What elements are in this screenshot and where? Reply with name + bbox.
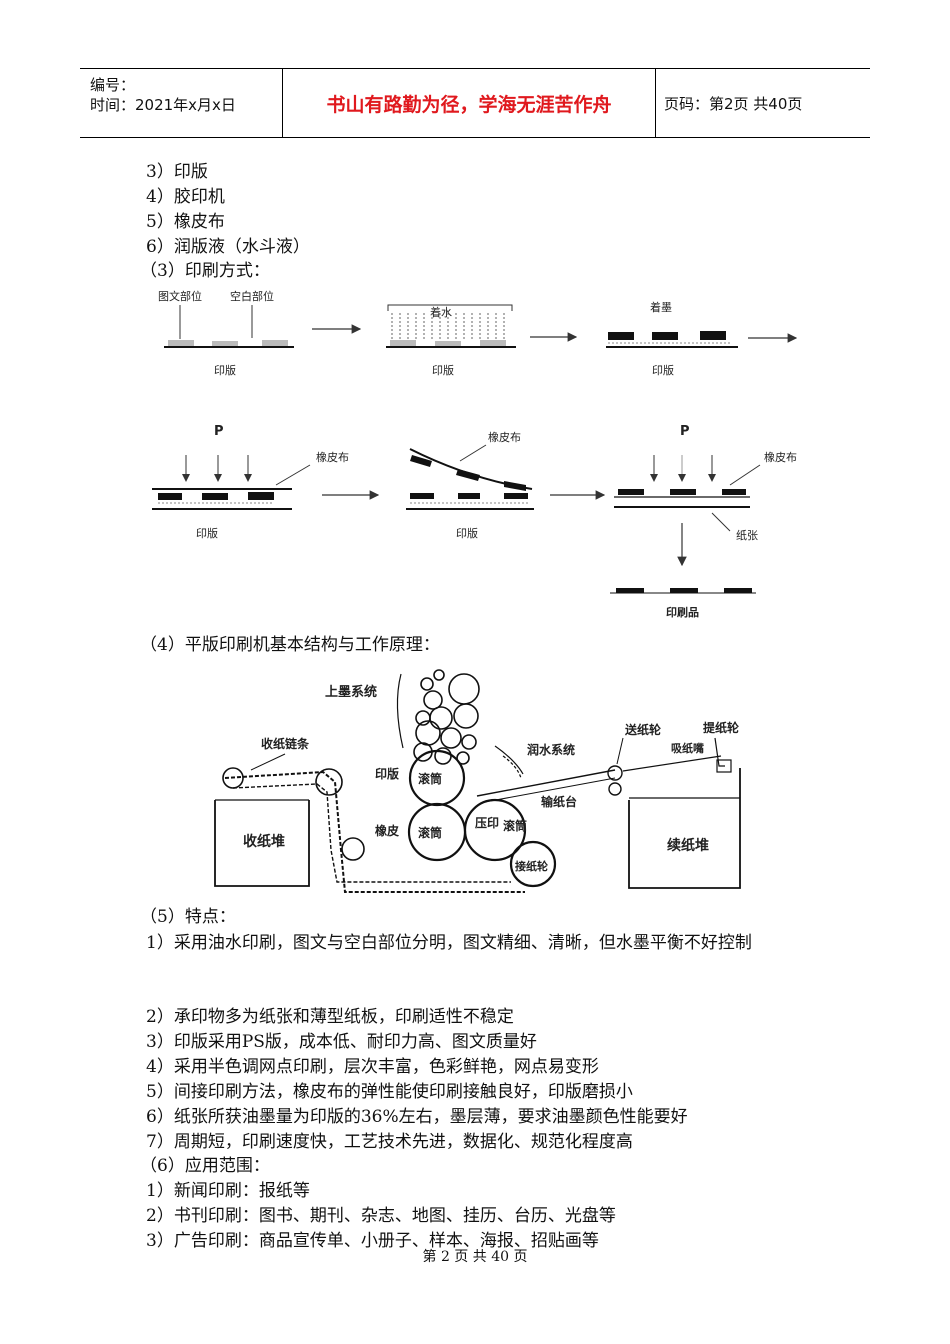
- label-gripper: 接纸轮: [515, 859, 548, 873]
- label-sucker: 吸纸嘴: [671, 741, 704, 755]
- label-yinban: 印版: [652, 363, 674, 377]
- feature-item: 5）间接印刷方法，橡皮布的弹性能使印刷接触良好，印版磨损小: [146, 1082, 633, 1102]
- header-number: 编号：: [90, 76, 136, 94]
- section-title: （5）特点：: [140, 907, 236, 927]
- label-yinban: 印版: [214, 363, 236, 377]
- label-yinban: 印版: [456, 526, 478, 540]
- label-feed-pile: 续纸堆: [667, 837, 709, 854]
- page-header: 编号： 时间：2021年x月x日 书山有路勤为径，学海无涯苦作舟 页码：第2页 …: [80, 68, 870, 138]
- label-kongbai: 空白部位: [230, 289, 274, 303]
- feature-item: 7）周期短，印刷速度快，工艺技术先进，数据化、规范化程度高: [146, 1132, 633, 1152]
- offset-press-diagram: 上墨系统 润水系统 印版 滚筒 橡皮 滚筒 压印 滚筒 接纸轮 输纸台 送纸轮 …: [214, 669, 741, 893]
- section-title: （3）印刷方式：: [140, 261, 270, 281]
- label-feed-board: 输纸台: [541, 794, 577, 809]
- list-item: 4）胶印机: [146, 187, 225, 207]
- label-impression: 压印: [475, 816, 499, 830]
- feature-item: 1）采用油水印刷，图文与空白部位分明，图文精细、清晰，但水墨平衡不好控制: [146, 933, 752, 953]
- label-yinshuapin: 印刷品: [666, 606, 699, 619]
- label-dampening: 润水系统: [527, 742, 575, 757]
- label-zhuomo: 着墨: [650, 300, 672, 314]
- label-pressure: P: [680, 424, 690, 439]
- feature-item: 3）印版采用PS版，成本低、耐印力高、图文质量好: [146, 1032, 537, 1052]
- label-lift-wheel: 提纸轮: [703, 720, 740, 735]
- feature-item: 2）承印物多为纸张和薄型纸板，印刷适性不稳定: [146, 1007, 514, 1027]
- page-footer: 第 2 页 共 40 页: [422, 1249, 528, 1265]
- label-pressure: P: [214, 424, 224, 439]
- label-yinban: 印版: [196, 526, 218, 540]
- label-cylinder: 滚筒: [418, 825, 442, 840]
- label-xiangpibu: 橡皮布: [764, 451, 797, 464]
- label-zhuoshui: 着水: [430, 305, 452, 319]
- header-motto: 书山有路勤为径，学海无涯苦作舟: [282, 69, 656, 137]
- label-cylinder: 滚筒: [503, 818, 527, 833]
- label-cylinder: 滚筒: [418, 771, 442, 786]
- feature-item: 6）纸张所获油墨量为印版的36%左右，墨层薄，要求油墨颜色性能要好: [146, 1107, 688, 1127]
- header-meta: 编号： 时间：2021年x月x日: [80, 69, 282, 137]
- label-xiangpibu: 橡皮布: [316, 451, 349, 464]
- application-item: 3）广告印刷：商品宣传单、小册子、样本、海报、招贴画等: [146, 1231, 599, 1251]
- list-item: 6）润版液（水斗液）: [146, 237, 310, 257]
- header-page-code: 页码：第2页 共40页: [664, 94, 803, 113]
- label-yinban: 印版: [432, 363, 454, 377]
- label-feed-wheel: 送纸轮: [624, 722, 662, 737]
- header-time: 时间：2021年x月x日: [90, 96, 236, 114]
- list-item: 5）橡皮布: [146, 212, 225, 232]
- label-delivery-chain: 收纸链条: [261, 736, 310, 751]
- label-blanket: 橡皮: [375, 823, 399, 838]
- list-item: 3）印版: [146, 162, 208, 182]
- application-item: 2）书刊印刷：图书、期刊、杂志、地图、挂历、台历、光盘等: [146, 1206, 616, 1226]
- label-inking-system: 上墨系统: [325, 684, 377, 700]
- printing-method-diagram: 图文部位 空白部位 印版 着水 印版 着墨 印版 P 橡皮布 印版: [152, 289, 798, 619]
- label-zhizhang: 纸张: [736, 529, 758, 542]
- application-item: 1）新闻印刷：报纸等: [146, 1181, 310, 1201]
- label-delivery-pile: 收纸堆: [243, 833, 285, 850]
- section-title: （6）应用范围：: [140, 1156, 270, 1176]
- label-xiangpibu: 橡皮布: [488, 431, 521, 444]
- section-title: （4）平版印刷机基本结构与工作原理：: [140, 635, 440, 655]
- feature-item: 4）采用半色调网点印刷，层次丰富，色彩鲜艳，网点易变形: [146, 1057, 599, 1077]
- label-tuwen: 图文部位: [158, 289, 202, 303]
- label-plate: 印版: [375, 766, 399, 781]
